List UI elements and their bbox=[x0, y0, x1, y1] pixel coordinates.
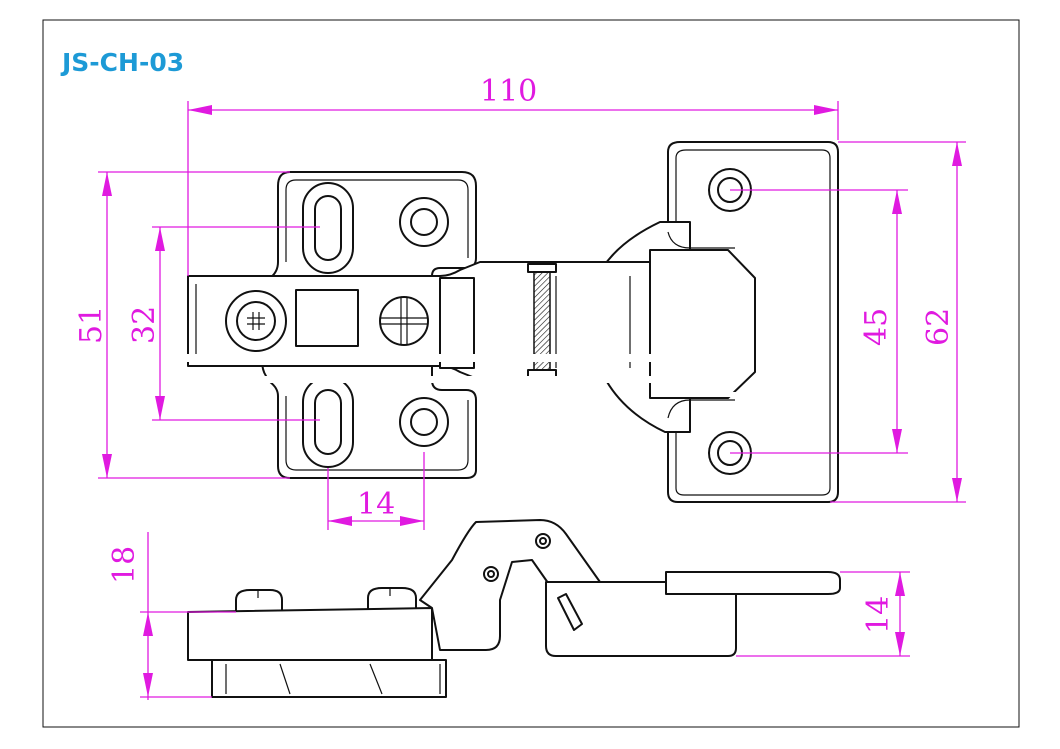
adjust-screw-right bbox=[379, 296, 429, 346]
dimension-lines bbox=[98, 101, 966, 700]
hinge-top-view bbox=[180, 141, 839, 503]
square-cutout bbox=[295, 289, 359, 347]
side-cup-flange bbox=[665, 571, 841, 595]
dim-14-side-label: 14 bbox=[861, 596, 896, 634]
dim-110-label: 110 bbox=[480, 74, 537, 109]
model-title: JS-CH-03 bbox=[60, 48, 184, 77]
hinge-arm bbox=[187, 261, 651, 381]
hinge-side-view bbox=[187, 519, 841, 698]
dimension-labels: 110 51 32 45 62 14 18 14 bbox=[74, 74, 956, 634]
dim-45-label: 45 bbox=[859, 308, 894, 346]
drawing-frame bbox=[42, 19, 1020, 728]
dim-62-label: 62 bbox=[921, 308, 956, 346]
dim-14-top-label: 14 bbox=[357, 487, 395, 522]
side-arm bbox=[419, 519, 661, 651]
side-cup bbox=[545, 581, 737, 657]
dim-18-label: 18 bbox=[107, 546, 142, 584]
side-base-plate bbox=[187, 607, 433, 661]
side-screw-right bbox=[367, 587, 417, 611]
dim-51-label: 51 bbox=[74, 306, 109, 344]
dim-32-label: 32 bbox=[127, 306, 162, 344]
side-screw-left bbox=[235, 589, 283, 613]
